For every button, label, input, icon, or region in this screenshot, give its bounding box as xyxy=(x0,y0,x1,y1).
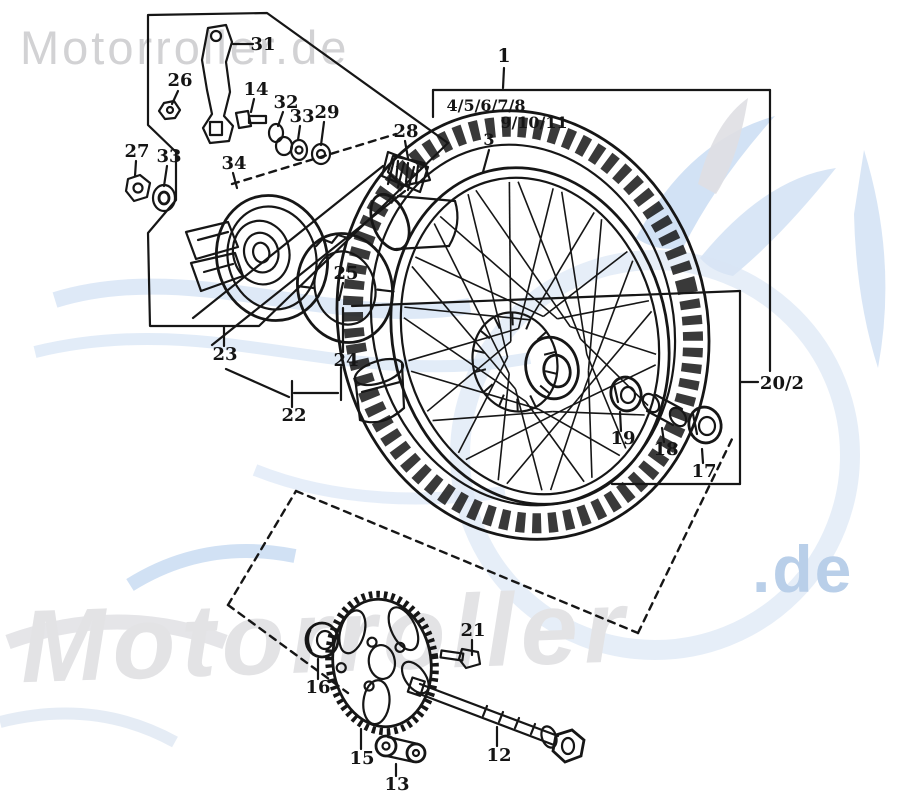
bushing-part-16 xyxy=(304,621,340,659)
link-part-13 xyxy=(374,734,427,764)
watermark-top-text: Motorroller.de xyxy=(20,21,349,74)
part-label-9-11: 9/10/11 xyxy=(500,113,567,132)
part-label-34: 34 xyxy=(221,153,246,174)
part-label-33a: 33 xyxy=(289,106,314,127)
part-label-28: 28 xyxy=(393,121,418,142)
leader-lines xyxy=(133,42,705,778)
spacer-part-18 xyxy=(641,392,688,428)
brake-backing-plate xyxy=(215,194,329,322)
spokes xyxy=(403,181,657,491)
bolt-part-21 xyxy=(439,647,482,670)
seal-part-29 xyxy=(310,142,332,166)
washer-part-33a xyxy=(289,138,309,162)
tire-tread xyxy=(342,116,704,534)
tire-outer xyxy=(335,109,711,541)
ring-watermark-icon xyxy=(450,250,860,660)
brake-panel-frame xyxy=(146,11,450,328)
wing-watermark-icon xyxy=(636,98,886,368)
wheel-group-bracket xyxy=(431,66,772,384)
part-label-12: 12 xyxy=(486,745,511,766)
watermark-main-text: Motorroller xyxy=(18,568,631,704)
part-label-31: 31 xyxy=(250,34,275,55)
part-label-22: 22 xyxy=(281,405,306,426)
part-label-21: 21 xyxy=(460,620,485,641)
part-label-16: 16 xyxy=(305,677,330,698)
part-label-32: 32 xyxy=(273,92,298,113)
brake-plate-tabs xyxy=(184,220,245,293)
part-label-27: 27 xyxy=(124,141,149,162)
part-label-15: 15 xyxy=(349,748,374,769)
part-label-29: 29 xyxy=(314,102,339,123)
brake-arm-part-31 xyxy=(200,23,235,145)
hub-splines xyxy=(472,312,558,412)
hub xyxy=(471,311,580,413)
part-label-4-8: 4/5/6/7/8 xyxy=(446,96,525,115)
watermark-main-group: Motorroller xyxy=(18,568,631,704)
washer-part-33b xyxy=(151,183,177,213)
part-label-13: 13 xyxy=(384,774,409,795)
part-label-26: 26 xyxy=(167,70,192,91)
nut-part-27 xyxy=(124,173,152,203)
part-label-17: 17 xyxy=(691,461,716,482)
bolt-part-14 xyxy=(234,109,268,130)
rim-outer xyxy=(389,166,671,506)
rim-inner xyxy=(399,176,661,496)
wheel-assembly xyxy=(335,109,711,541)
part-label-18: 18 xyxy=(653,439,678,460)
wave-watermark-icon xyxy=(0,278,532,748)
part-label-14: 14 xyxy=(243,79,268,100)
bearing-part-19 xyxy=(609,375,643,413)
part-label-19: 19 xyxy=(610,428,635,449)
part-label-3: 3 xyxy=(483,130,494,149)
brake-shoes xyxy=(296,232,395,344)
bearing-part-17 xyxy=(687,405,723,445)
washer-part-32 xyxy=(267,122,294,157)
bearing-group-bracket xyxy=(350,289,742,486)
nut-part-26 xyxy=(157,99,182,121)
part-label-1: 1 xyxy=(497,45,510,67)
phantom-outline xyxy=(226,435,735,695)
part-label-20-2: 20/2 xyxy=(760,373,804,394)
part-label-23: 23 xyxy=(212,344,237,365)
part-label-24: 24 xyxy=(333,350,358,371)
watermark-de-text: .de xyxy=(752,532,853,606)
sprocket-part-15 xyxy=(325,590,439,736)
axle-part-12 xyxy=(406,676,586,764)
watermark-layer: Motorroller.de Motorroller .de xyxy=(0,21,886,748)
part-label-33b: 33 xyxy=(156,146,181,167)
part-label-25: 25 xyxy=(333,263,358,284)
